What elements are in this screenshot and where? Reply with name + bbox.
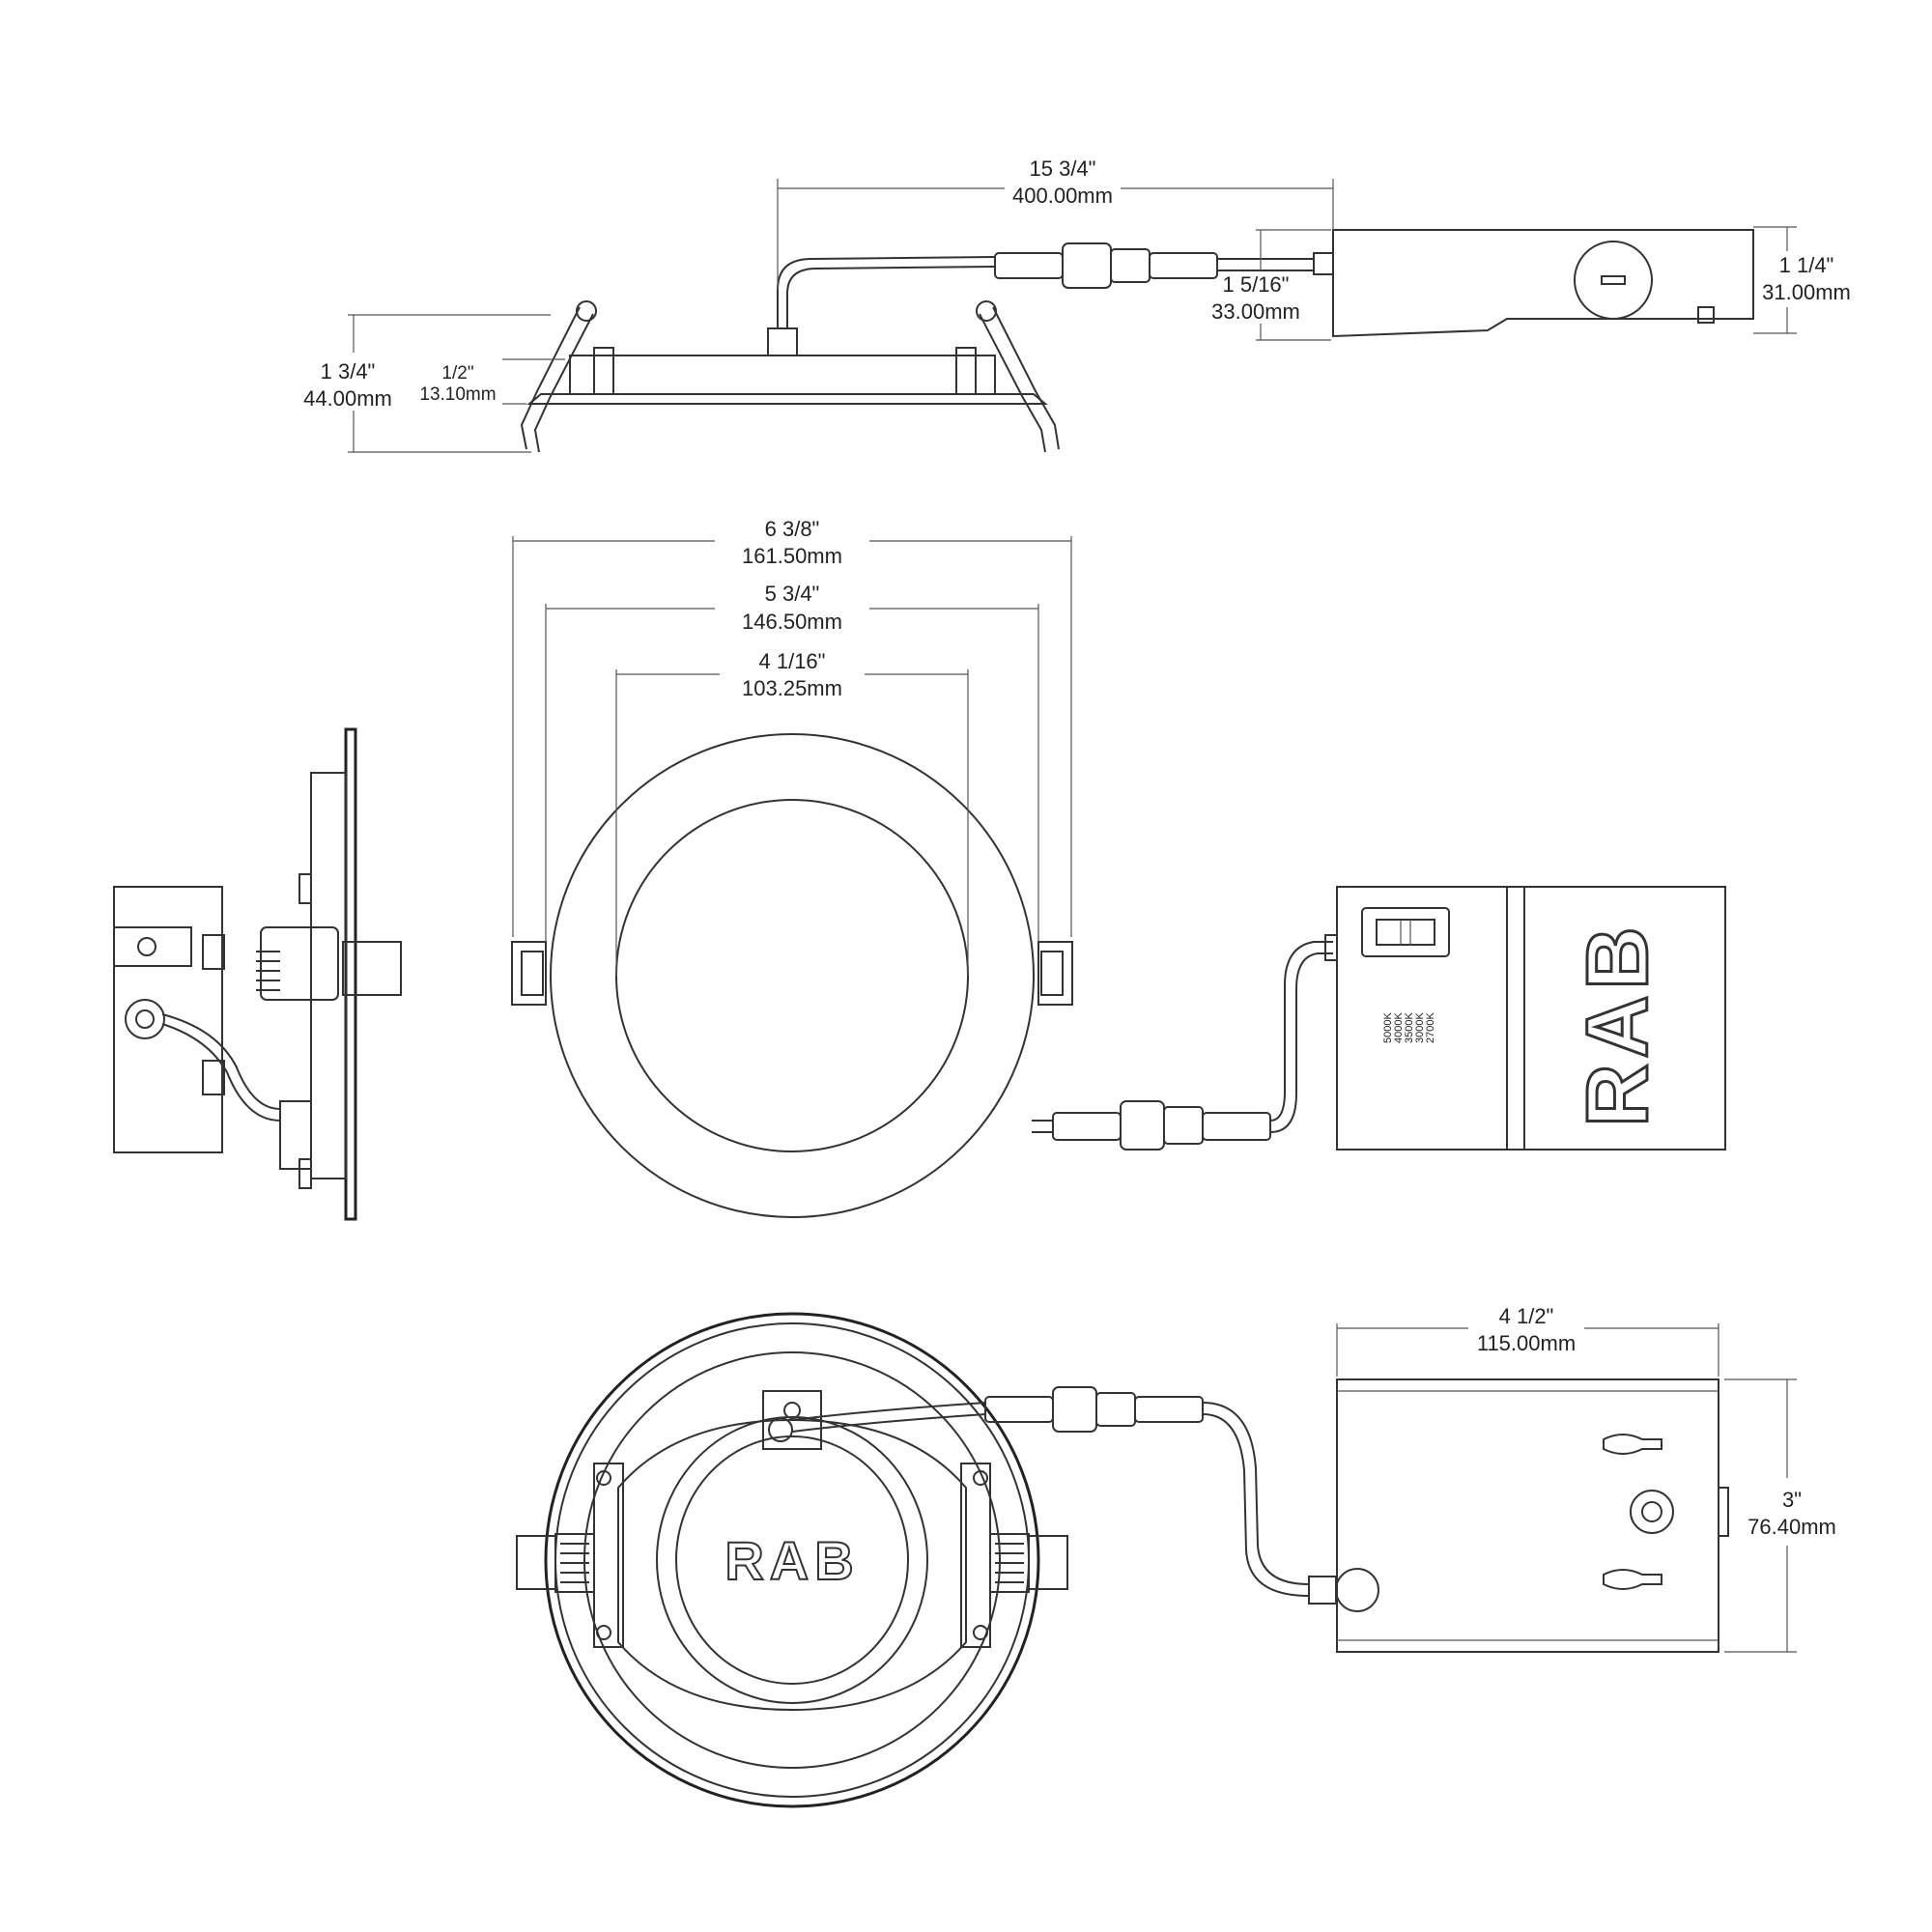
cct-label-0: 5000K (1382, 1012, 1394, 1043)
trim-height-imperial: 1/2" (441, 363, 473, 384)
lens-diameter-metric: 103.25mm (742, 676, 842, 700)
cct-label-3: 3000K (1414, 1012, 1426, 1043)
side-view-left (113, 727, 402, 1221)
plan-view-front: 5000K 4000K 3500K 3000K 2700K RAB 6 3/8"… (511, 517, 1726, 1218)
driver-rab-logo: RAB (1570, 922, 1666, 1127)
cct-label-4: 2700K (1425, 1012, 1436, 1043)
junction-box-width-imperial: 3" (1782, 1488, 1802, 1512)
total-height-metric: 44.00mm (303, 386, 392, 411)
cct-label-2: 3500K (1404, 1012, 1415, 1043)
cct-label-1: 4000K (1393, 1012, 1405, 1043)
overall-diameter-imperial: 6 3/8" (765, 517, 820, 541)
junction-box-length-metric: 115.00mm (1477, 1331, 1576, 1355)
cable-length-metric: 400.00mm (1012, 184, 1113, 208)
junction-box-length-imperial: 4 1/2" (1499, 1304, 1554, 1328)
back-rab-logo: RAB (724, 1530, 859, 1591)
driver-box-height-imperial: 1 1/4" (1779, 253, 1834, 277)
trim-height-metric: 13.10mm (419, 384, 496, 405)
side-view-top: 15 3/4" 400.00mm 1 1/4" 31.00mm 1 5/16" … (303, 156, 1851, 453)
junction-box-width-metric: 76.40mm (1747, 1515, 1836, 1539)
driver-box-height-metric: 31.00mm (1762, 280, 1851, 304)
connector-offset-metric: 33.00mm (1211, 299, 1300, 324)
cutout-diameter-metric: 146.50mm (742, 610, 842, 634)
cable-length-imperial: 15 3/4" (1030, 156, 1096, 181)
plan-view-back: RAB (516, 1304, 1836, 1808)
connector-offset-imperial: 1 5/16" (1223, 272, 1290, 297)
overall-diameter-metric: 161.50mm (742, 544, 842, 568)
cutout-diameter-imperial: 5 3/4" (765, 582, 820, 606)
lens-diameter-imperial: 4 1/16" (759, 649, 826, 673)
total-height-imperial: 1 3/4" (321, 359, 376, 384)
